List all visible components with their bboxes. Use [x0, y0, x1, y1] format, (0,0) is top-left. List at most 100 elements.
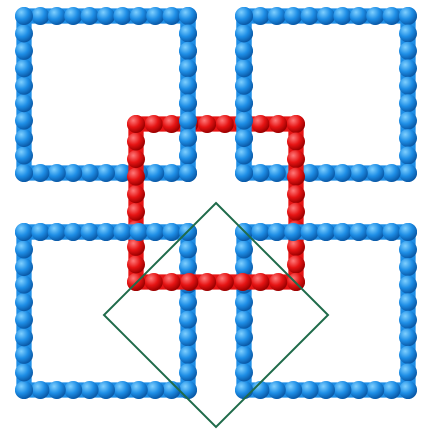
red-frame-center-bottom-bead	[198, 273, 217, 291]
blue-frame-top-right-bottom-bead	[317, 164, 335, 182]
red-frame-center-right-bead	[287, 132, 305, 151]
blue-frame-bottom-left-left-bead	[15, 240, 33, 259]
red-frame-center-top-bead	[144, 115, 163, 133]
blue-frame-bottom-right-left-bead	[235, 240, 253, 259]
red-frame-center-right-bead	[287, 237, 305, 256]
blue-frame-bottom-left-bottom-bead	[31, 381, 50, 399]
blue-frame-bottom-right-over	[235, 223, 417, 241]
blue-frame-top-right-bottom-bead	[267, 164, 286, 182]
blue-frame-bottom-left-bottom-bead	[179, 381, 197, 399]
blue-frame-bottom-left-over-top-bead	[80, 223, 99, 241]
blue-frame-top-right-top-bead	[317, 7, 335, 25]
blue-frame-bottom-right-over-top-bead	[333, 223, 352, 241]
blue-frame-bottom-right-bottom-bead	[317, 381, 335, 399]
blue-frame-bottom-left-right-bead	[179, 328, 197, 347]
blue-frame-top-left-left-bead	[15, 59, 33, 78]
blue-frame-top-left-over-right-bead	[179, 76, 197, 95]
blue-frame-bottom-left-right-bead	[179, 240, 197, 259]
blue-frame-bottom-right-over-top-bead	[317, 223, 335, 241]
blue-frame-top-left-bottom-bead	[31, 164, 50, 182]
blue-frame-top-left-top-bead	[113, 7, 132, 25]
blue-frame-top-right-over-left-bead	[235, 164, 253, 182]
blue-frame-top-left-over-right-bead	[179, 111, 197, 130]
blue-frame-bottom-right-over-top-bead	[300, 223, 319, 241]
blue-frame-top-right-over-left-bead	[235, 59, 253, 78]
blue-frame-bottom-left-left-bead	[15, 381, 33, 399]
blue-frame-top-left-top-bead	[97, 7, 115, 25]
blue-frame-bottom-right-over-top-bead	[267, 223, 286, 241]
blue-frame-bottom-right-over-top-bead	[382, 223, 401, 241]
blue-frame-top-right-over-left-bead	[235, 146, 253, 165]
blue-frame-top-right-right-bead	[399, 129, 417, 148]
blue-frame-bottom-right-bottom-bead	[366, 381, 385, 399]
blue-frame-bottom-left-over-top-bead	[15, 223, 33, 241]
blue-frame-top-left-top-bead	[31, 7, 50, 25]
blue-frame-top-left-bottom-bead	[113, 164, 132, 182]
blue-frame-top-right-bottom-bead	[366, 164, 385, 182]
red-frame-center-right-bead	[287, 202, 305, 221]
red-frame-center-bottom-bead	[162, 273, 181, 291]
blue-frame-top-left-top-bead	[162, 7, 181, 25]
red-frame-center	[127, 115, 305, 291]
blue-frame-top-right-over	[235, 7, 253, 182]
red-frame-center-left-bead	[127, 202, 145, 221]
blue-frame-bottom-right-bottom-bead	[333, 381, 352, 399]
blue-frame-top-right-over-left-bead	[235, 111, 253, 130]
blue-frame-bottom-left-left-bead	[15, 310, 33, 329]
red-frame-center-left-bead	[127, 255, 145, 274]
blue-frame-top-left-bottom-bead	[64, 164, 83, 182]
red-frame-center-right-bead	[287, 115, 305, 133]
red-frame-center-bottom-bead	[215, 273, 234, 291]
red-frame-center-right-bead	[287, 167, 305, 186]
blue-frame-top-right-top-bead	[284, 7, 303, 25]
blue-frame-bottom-left-bottom-bead	[129, 381, 148, 399]
blue-frame-bottom-left-right-bead	[179, 293, 197, 312]
blue-frame-top-left-over	[179, 7, 197, 182]
blue-frame-top-left-left-bead	[15, 129, 33, 148]
blue-frame-top-left-bottom-bead	[146, 164, 165, 182]
blue-frame-bottom-left-right-bead	[179, 310, 197, 329]
red-frame-center-bottom-bead	[269, 273, 288, 291]
blue-frame-bottom-left-bottom-bead	[64, 381, 83, 399]
blue-frame-bottom-right-right-bead	[399, 363, 417, 382]
blue-frame-top-right-top-bead	[382, 7, 401, 25]
red-frame-center-bottom-bead	[251, 273, 270, 291]
unit-cell-diamond-outline	[102, 201, 330, 429]
red-frame-center-bottom-bead	[233, 273, 252, 291]
blue-frame-top-right-bottom-bead	[349, 164, 368, 182]
blue-frame-bottom-left-right-bead	[179, 258, 197, 277]
blue-frame-bottom-left-right-bead	[179, 363, 197, 382]
blue-frame-top-right-over-left-bead	[235, 41, 253, 60]
blue-frame-bottom-left-left-bead	[15, 363, 33, 382]
blue-frame-top-left-over-right-bead	[179, 146, 197, 165]
blue-frame-bottom-left-bottom-bead	[80, 381, 99, 399]
blue-frame-top-left-over-right-bead	[179, 24, 197, 43]
blue-frame-top-left-left-bead	[15, 164, 33, 182]
blue-frame-top-right-top-bead	[251, 7, 270, 25]
blue-frame-top-right-right-bead	[399, 111, 417, 130]
blue-frame-bottom-left-over	[15, 223, 197, 241]
blue-frame-top-left-over-right-bead	[179, 129, 197, 148]
blue-frame-bottom-left-over-top-bead	[146, 223, 165, 241]
blue-frame-top-left-left-bead	[15, 24, 33, 43]
blue-frame-bottom-right-left-bead	[235, 258, 253, 277]
red-frame-center-left-bead	[127, 115, 145, 133]
blue-frame-bottom-right-over-top-bead	[349, 223, 368, 241]
red-frame-center-right-bead	[287, 185, 305, 204]
blue-frame-top-left-bottom-bead	[162, 164, 181, 182]
blue-frame-bottom-right-over-top-bead	[366, 223, 385, 241]
blue-frame-top-left-top-bead	[146, 7, 165, 25]
blue-frame-top-right-bottom-bead	[399, 164, 417, 182]
blue-frame-top-right-bottom-bead	[382, 164, 401, 182]
blue-frame-top-left-bottom-bead	[97, 164, 115, 182]
blue-frame-top-right-top-bead	[267, 7, 286, 25]
blue-frame-bottom-right-bottom-bead	[267, 381, 286, 399]
blue-frame-bottom-right-left-bead	[235, 345, 253, 364]
red-frame-center-left-bead	[127, 185, 145, 204]
red-frame-center-top-bead	[251, 115, 270, 133]
blue-frame-bottom-right-left-bead	[235, 363, 253, 382]
blue-frame-bottom-left-left-bead	[15, 258, 33, 277]
blue-frame-top-left-left-bead	[15, 7, 33, 25]
blue-frame-bottom-left-bottom-bead	[113, 381, 132, 399]
